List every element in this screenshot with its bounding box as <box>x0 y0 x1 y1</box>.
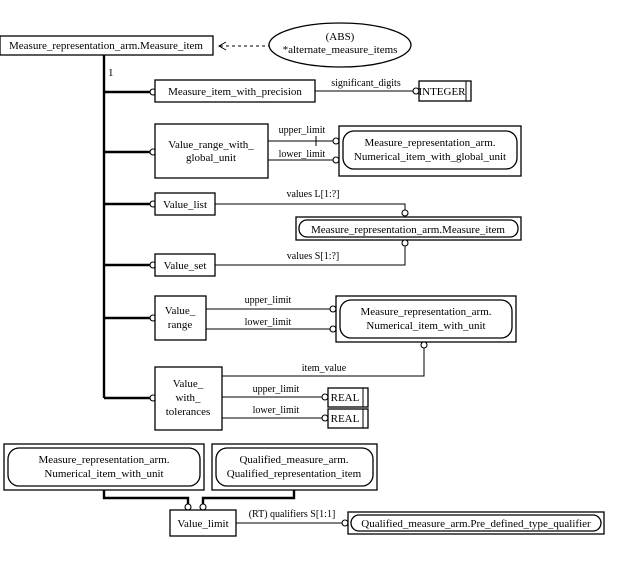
value-range-with-global-unit-box <box>154 123 269 179</box>
alternate-measure-items-label: *alternate_measure_items <box>283 44 398 56</box>
lower-limit-label: lower_limit <box>245 317 292 328</box>
numerical-item-with-global-unit-label-1: Measure_representation_arm. <box>364 137 495 149</box>
numerical-item-with-unit-bottom-label-2: Numerical_item_with_unit <box>44 468 163 480</box>
abs-label: (ABS) <box>326 31 355 43</box>
value-range-label-2: range <box>168 319 193 331</box>
item-value-line <box>222 347 425 377</box>
numerical-item-with-unit-bottom-label-1: Measure_representation_arm. <box>38 454 169 466</box>
numerical-item-with-global-unit-label-2: Numerical_item_with_global_unit <box>354 151 506 163</box>
qualified-representation-item-label-1: Qualified_measure_arm. <box>239 454 348 466</box>
measure-item-ref-label: Measure_representation_arm.Measure_item <box>311 224 505 236</box>
value-range-with-global-unit-label-2: global_unit <box>186 152 236 164</box>
value-range-with-global-unit-label-1: Value_range_with_ <box>168 139 254 151</box>
upper-limit-label: upper_limit <box>279 125 326 136</box>
abs-arrow-head <box>217 41 227 51</box>
significant-digits-label: significant_digits <box>331 78 401 89</box>
integer-type-box <box>418 80 472 102</box>
lower-limit-label: lower_limit <box>279 149 326 160</box>
attribute-end-circle <box>321 393 329 401</box>
supertype-line-unit <box>102 490 190 505</box>
qualifiers-label: (RT) qualifiers S[1:1] <box>249 509 336 520</box>
subtype-end-circle <box>184 503 192 511</box>
qualified-representation-item-pill <box>215 447 374 487</box>
integer-type-label: INTEGER <box>418 86 466 98</box>
value-with-tolerances-label-1: Value_ <box>173 378 204 390</box>
real-type-label-upper: REAL <box>331 392 360 404</box>
value-set-label: Value_set <box>164 260 207 272</box>
qualified-representation-item-label-2: Qualified_representation_item <box>227 468 362 480</box>
attribute-end-circle <box>321 414 329 422</box>
attribute-end-circle <box>401 239 409 247</box>
attribute-end-circle <box>420 341 428 349</box>
value-limit-box <box>169 509 237 537</box>
value-range-label-1: Value_ <box>165 305 196 317</box>
value-range-box <box>154 295 207 341</box>
value-limit-label: Value_limit <box>177 518 228 530</box>
subtype-end-circle <box>199 503 207 511</box>
attribute-end-circle <box>329 325 337 333</box>
values-list-label: values L[1:?] <box>286 189 339 200</box>
numerical-item-with-unit-bottom-pill <box>7 447 201 487</box>
root-entity-label: Measure_representation_arm.Measure_item <box>9 40 203 52</box>
attribute-end-circle <box>332 137 340 145</box>
upper-limit-label: upper_limit <box>245 295 292 306</box>
numerical-item-with-unit-label-2: Numerical_item_with_unit <box>366 320 485 332</box>
pre-defined-type-qualifier-pill <box>350 514 602 532</box>
numerical-item-with-unit-pill <box>339 299 513 339</box>
values-list-line <box>215 203 406 211</box>
value-with-tolerances-label-2: with_ <box>175 392 201 404</box>
measure-item-ref-pill <box>298 219 519 238</box>
value-with-tolerances-label-3: tolerances <box>166 406 211 418</box>
measure-item-with-precision-label: Measure_item_with_precision <box>168 86 302 98</box>
value-with-tolerances-box <box>154 366 223 431</box>
attribute-end-circle <box>329 305 337 313</box>
attribute-end-circle <box>401 209 409 217</box>
values-set-label: values S[1:?] <box>287 251 340 262</box>
attribute-end-circle <box>341 519 349 527</box>
real-type-label-lower: REAL <box>331 413 360 425</box>
abs-select-ellipse <box>268 22 412 68</box>
lower-limit-label: lower_limit <box>253 405 300 416</box>
pre-defined-type-qualifier-label: Qualified_measure_arm.Pre_defined_type_q… <box>361 518 591 530</box>
numerical-item-with-global-unit-pill <box>342 130 518 170</box>
value-list-label: Value_list <box>163 199 207 211</box>
values-set-line <box>215 245 406 266</box>
item-value-label: item_value <box>302 363 347 374</box>
cardinality-one-label: 1 <box>108 67 114 79</box>
numerical-item-with-unit-label-1: Measure_representation_arm. <box>360 306 491 318</box>
upper-limit-label: upper_limit <box>253 384 300 395</box>
real-type-box-upper <box>327 387 369 408</box>
supertype-line-qualified <box>201 490 296 505</box>
root-entity-box <box>0 35 214 56</box>
attribute-end-circle <box>332 156 340 164</box>
real-type-box-lower <box>327 408 369 429</box>
